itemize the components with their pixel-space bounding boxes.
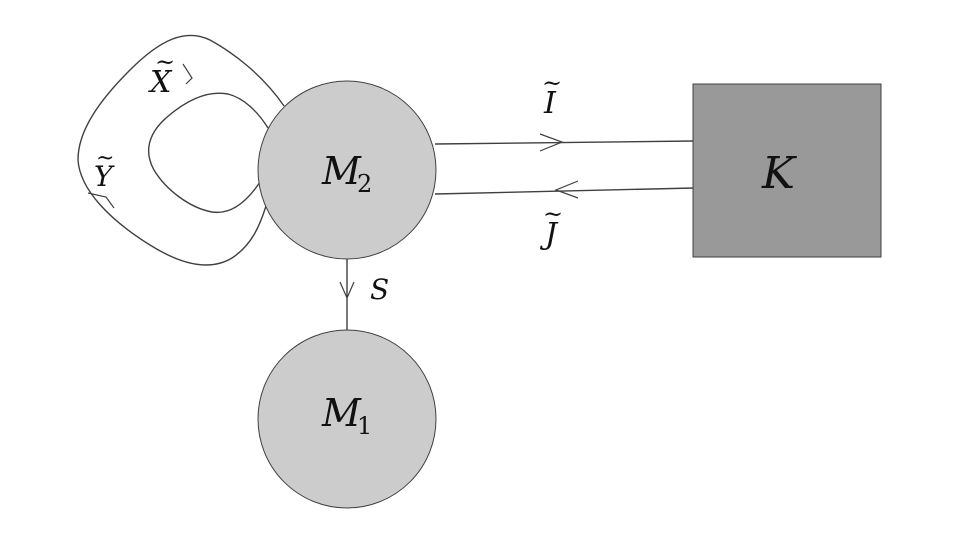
label-y-tilde: ~ Y [94,146,115,193]
label-x-tilde-symbol: X [148,65,173,100]
x-loop-edge [77,34,285,266]
node-m2-symbol: M [321,149,362,193]
node-m1-symbol: M [321,391,362,435]
node-k-symbol: K [761,148,797,199]
label-j-tilde: ~ J [539,200,563,252]
node-m2: M 2 [257,80,437,260]
node-m1-subscript: 1 [357,412,372,440]
label-x-tilde: ~ X [148,48,175,100]
s-edge-arrowhead [339,281,355,300]
label-y-tilde-symbol: Y [94,160,115,193]
label-j-tilde-accent: ~ [543,200,563,228]
node-m2-subscript: 2 [357,170,372,198]
label-y-tilde-accent: ~ [96,146,114,171]
node-m1-circle [257,329,437,509]
node-k-box [692,83,882,258]
node-m2-circle [257,80,437,260]
j-edge [434,187,695,195]
label-i-tilde: ~ I [542,69,562,121]
label-i-tilde-symbol: I [543,86,557,121]
label-s: S [370,273,389,306]
label-j-tilde-symbol: J [539,217,559,252]
node-m1: M 1 [257,329,437,509]
i-edge-arrowhead [539,133,564,152]
j-edge-arrowhead [554,180,579,199]
x-loop-arrowhead [182,63,193,85]
node-k: K [692,83,882,258]
y-loop-arrowhead [87,192,115,209]
y-loop-edge [147,92,269,214]
label-x-tilde-accent: ~ [155,48,175,76]
label-i-tilde-accent: ~ [542,69,562,97]
i-edge [434,140,695,145]
